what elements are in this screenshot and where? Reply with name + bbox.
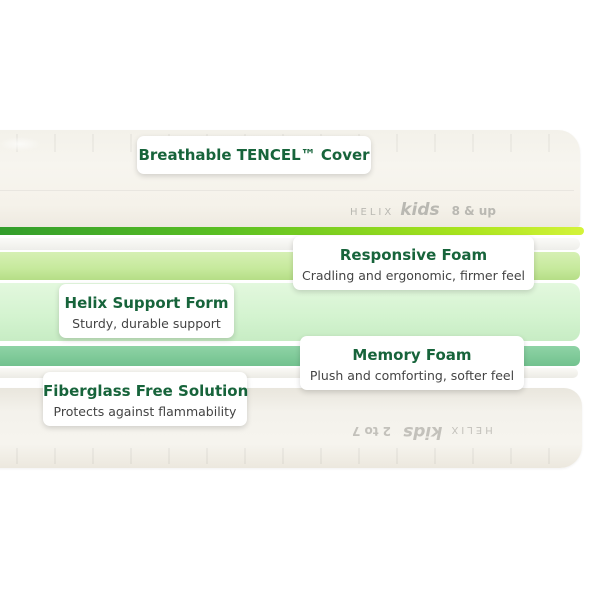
callout-subtitle: Sturdy, durable support — [72, 316, 221, 331]
callout-subtitle: Protects against flammability — [53, 404, 237, 419]
callout-memory-foam: Memory Foam Plush and comforting, softer… — [300, 336, 524, 390]
callout-title: Breathable TENCEL™ Cover — [138, 146, 370, 164]
callout-responsive-foam: Responsive Foam Cradling and ergonomic, … — [293, 236, 534, 290]
brand-kids-text: kids — [403, 422, 443, 442]
brand-kids-text: kids — [400, 200, 440, 220]
brand-mark-bottom: HELIX kids 2 to 7 — [352, 422, 493, 442]
callout-title: Responsive Foam — [339, 246, 488, 264]
brand-helix-text: HELIX — [350, 207, 395, 218]
fiberglass-free-barrier-layer — [0, 368, 578, 378]
callout-subtitle: Cradling and ergonomic, firmer feel — [302, 268, 525, 283]
brand-helix-text: HELIX — [448, 424, 493, 435]
callout-title: Helix Support Form — [64, 294, 229, 312]
callout-title: Memory Foam — [352, 346, 472, 364]
age-range-text: 2 to 7 — [352, 424, 392, 438]
green-edge-layer — [0, 227, 584, 235]
bottom-cover-quilting — [0, 448, 570, 464]
callout-fiberglass-free: Fiberglass Free Solution Protects agains… — [43, 372, 249, 426]
brand-mark-top: HELIX kids 8 & up — [350, 200, 496, 220]
age-range-text: 8 & up — [451, 204, 496, 218]
callout-cover: Breathable TENCEL™ Cover — [137, 136, 371, 174]
callout-subtitle: Plush and comforting, softer feel — [309, 368, 515, 383]
top-cover-seam — [0, 190, 574, 191]
callout-title: Fiberglass Free Solution — [43, 382, 249, 400]
callout-support-form: Helix Support Form Sturdy, durable suppo… — [59, 284, 234, 338]
